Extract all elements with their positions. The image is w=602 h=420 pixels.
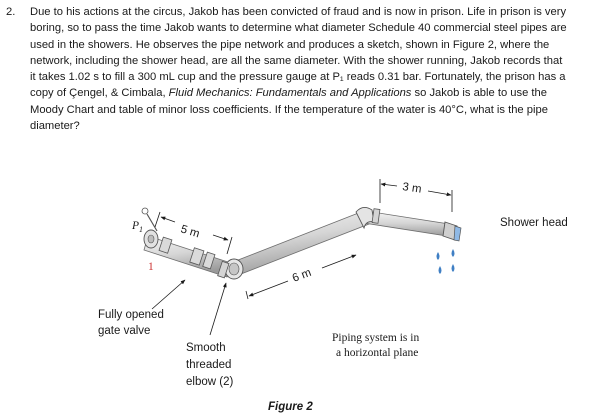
pipe-network xyxy=(143,210,450,278)
pipe-segment-6m xyxy=(232,211,370,275)
water-drop xyxy=(438,266,442,274)
coupling xyxy=(189,247,205,266)
question-line: Moody Chart and table of minor loss coef… xyxy=(30,103,548,116)
question-line: Due to his actions at the circus, Jakob … xyxy=(30,6,567,18)
valve-flange xyxy=(158,236,173,254)
coupling xyxy=(202,251,216,270)
gauge-stem xyxy=(146,213,158,232)
elbow-label-line2: threaded xyxy=(186,359,231,371)
question-line: copy of Çengel, & Cimbala, Fluid Mechani… xyxy=(30,85,596,101)
question-line: boring, so to pass the time Jakob wants … xyxy=(30,22,567,35)
book-title: Fluid Mechanics: Fundamentals and Applic… xyxy=(168,87,412,100)
figure-caption: Figure 2 xyxy=(268,401,313,413)
shower-head xyxy=(442,221,462,242)
plane-note-line2: a horizontal plane xyxy=(336,347,418,359)
water-drop xyxy=(451,264,455,272)
p1-letter: P xyxy=(131,220,139,232)
question-number: 2. xyxy=(6,6,16,18)
valve-port xyxy=(147,234,155,244)
pressure-gauge xyxy=(141,207,149,215)
gate-valve-label-line2: gate valve xyxy=(98,325,150,337)
elbow-label-line1: Smooth xyxy=(186,342,226,354)
question-line: network, including the shower head, are … xyxy=(30,54,563,67)
p1-subscript: 1 xyxy=(139,225,143,234)
gate-valve-leader xyxy=(151,279,186,310)
shower-head-label: Shower head xyxy=(500,217,568,229)
p1-label: P1 xyxy=(131,220,143,234)
question-line: it takes 1.02 s to fill a 300 mL cup and… xyxy=(30,71,566,84)
dimension-5m-label: 5 m xyxy=(179,223,201,240)
question-line-start: copy of Çengel, & Cimbala, xyxy=(30,87,169,100)
first-run-fittings xyxy=(189,247,216,270)
threaded-elbow-1 xyxy=(217,258,244,280)
water-drop xyxy=(451,249,455,257)
dimension-5m: 5 m xyxy=(154,211,233,255)
question-text: Due to his actions at the circus, Jakob … xyxy=(30,4,596,134)
point-1-label: 1 xyxy=(148,261,154,273)
threaded-elbow-2 xyxy=(355,207,381,230)
question-line: used in the showers. He observes the pip… xyxy=(30,38,550,51)
question-line-end: so Jakob is able to use the xyxy=(411,87,547,100)
plane-note-line1: Piping system is in xyxy=(332,332,419,344)
dimension-6m-label: 6 m xyxy=(291,267,313,285)
elbow-leader xyxy=(209,282,227,336)
water-drops xyxy=(436,249,455,274)
question-line: diameter? xyxy=(30,120,80,133)
gate-valve-label-line1: Fully opened xyxy=(98,309,164,321)
dimension-3m-label: 3 m xyxy=(402,181,423,196)
gate-valve xyxy=(141,207,173,254)
dimension-3m: 3 m xyxy=(379,179,453,212)
water-drop xyxy=(436,252,440,260)
elbow-label-line3: elbow (2) xyxy=(186,376,233,388)
